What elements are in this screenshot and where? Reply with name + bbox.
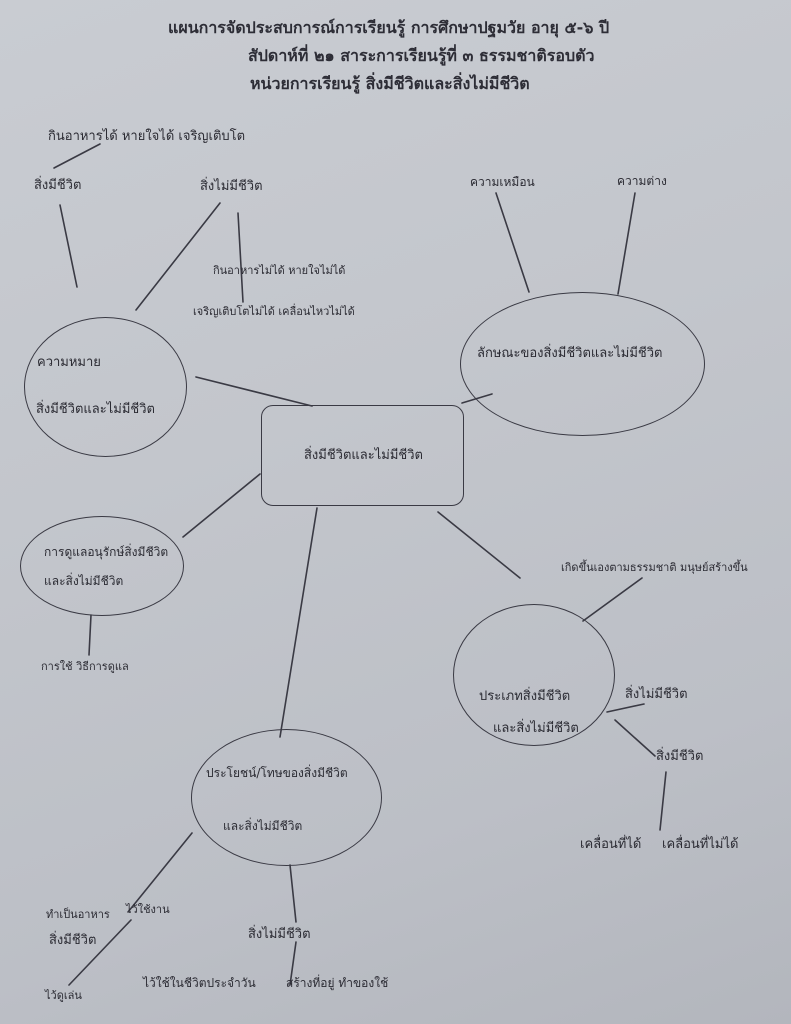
title-line-1: แผนการจัดประสบการณ์การเรียนรู้ การศึกษาป… <box>168 18 610 37</box>
traits-label: ลักษณะของสิ่งมีชีวิตและไม่มีชีวิต <box>477 346 663 361</box>
central-topic-box <box>261 405 464 506</box>
nonliving-label: สิ่งไม่มีชีวิต <box>200 179 263 194</box>
no-move-label: เคลื่อนที่ไม่ได้ <box>662 837 739 852</box>
benefit-living-label: สิ่งมีชีวิต <box>49 933 97 948</box>
title-line-3: หน่วยการเรียนรู้ สิ่งมีชีวิตและสิ่งไม่มี… <box>250 74 530 93</box>
types-nonliving-label: สิ่งไม่มีชีวิต <box>625 687 688 702</box>
nonliving-description-2: เจริญเติบโตไม่ได้ เคลื่อนไหวไม่ได้ <box>193 305 355 318</box>
types-node <box>453 604 615 746</box>
moves-label: เคลื่อนที่ได้ <box>580 837 642 852</box>
daily-use-label: ไว้ใช้ในชีวิตประจำวัน <box>143 976 256 990</box>
care-label-a: การดูแลอนุรักษ์สิ่งมีชีวิต <box>44 545 169 559</box>
title-line-2: สัปดาห์ที่ ๒๑ สาระการเรียนรู้ที่ ๓ ธรรมช… <box>248 46 595 65</box>
meaning-node <box>24 317 187 457</box>
origin-label: เกิดขึ้นเองตามธรรมชาติ มนุษย์สร้างขึ้น <box>561 561 748 574</box>
types-living-label: สิ่งมีชีวิต <box>656 749 704 764</box>
benefit-nonliving-label: สิ่งไม่มีชีวิต <box>248 927 311 942</box>
living-description: กินอาหารได้ หายใจได้ เจริญเติบโต <box>48 129 246 144</box>
traits-node <box>460 292 705 436</box>
meaning-label-b: สิ่งมีชีวิตและไม่มีชีวิต <box>36 402 155 417</box>
care-label-b: และสิ่งไม่มีชีวิต <box>44 574 124 588</box>
similarity-label: ความเหมือน <box>470 175 535 189</box>
central-topic-label: สิ่งมีชีวิตและไม่มีชีวิต <box>304 448 423 463</box>
benefit-label-a: ประโยชน์/โทษของสิ่งมีชีวิต <box>206 766 348 780</box>
food-label: ทำเป็นอาหาร <box>46 908 110 921</box>
play-label: ไว้ดูเล่น <box>45 989 82 1002</box>
care-node <box>20 516 184 616</box>
use-label: ไว้ใช้งาน <box>126 903 170 916</box>
benefit-node <box>191 729 382 866</box>
care-sub-label: การใช้ วิธีการดูแล <box>41 660 129 673</box>
shelter-label: สร้างที่อยู่ ทำของใช้ <box>286 976 389 990</box>
meaning-label-a: ความหมาย <box>37 355 101 370</box>
nonliving-description-1: กินอาหารไม่ได้ หายใจไม่ได้ <box>213 264 346 277</box>
types-label-a: ประเภทสิ่งมีชีวิต <box>479 689 571 704</box>
living-label: สิ่งมีชีวิต <box>34 178 82 193</box>
difference-label: ความต่าง <box>617 174 667 188</box>
benefit-label-b: และสิ่งไม่มีชีวิต <box>223 819 303 833</box>
types-label-b: และสิ่งไม่มีชีวิต <box>493 721 579 736</box>
